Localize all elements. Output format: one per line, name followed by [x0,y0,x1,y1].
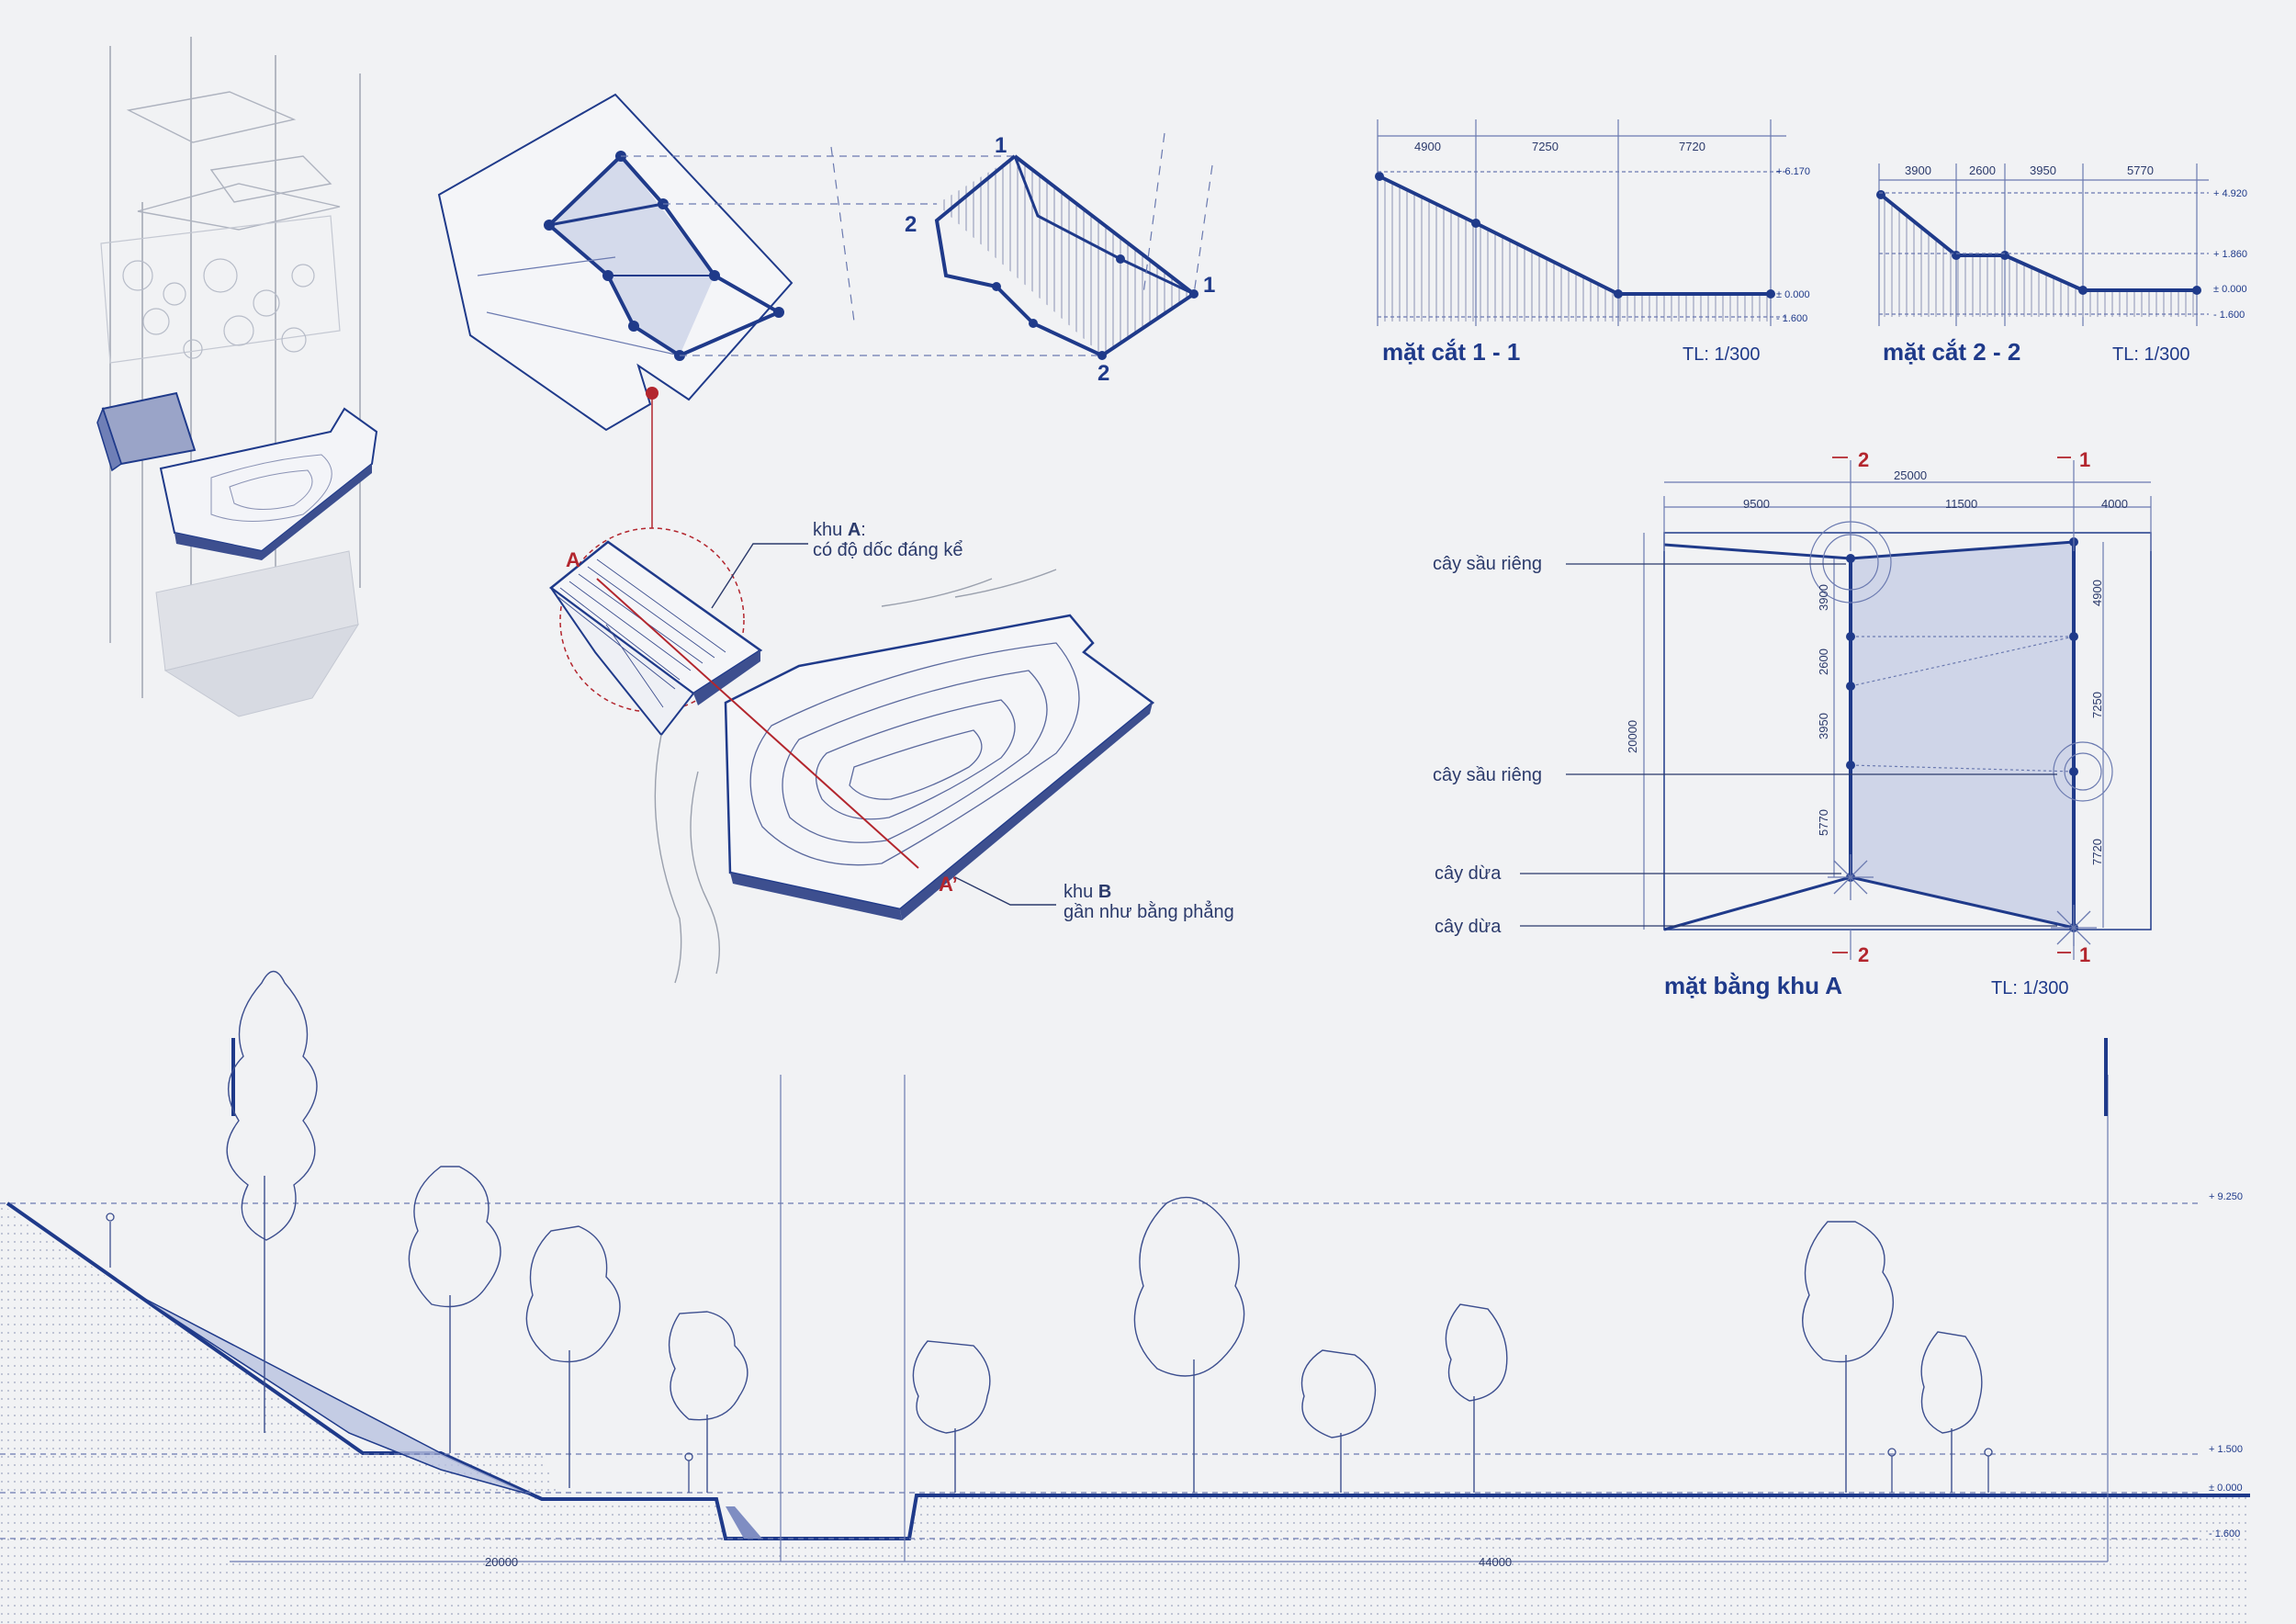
point-label-1-right: 1 [1203,273,1215,298]
plan-zone-a: 2 1 2 1 25000 9500 11500 4000 20000 3900… [1433,448,2152,999]
s22-level-top: + 4.920 [2213,188,2247,199]
tree-label-durian-2: cây sầu riêng [1433,765,1542,785]
section-2-2: 3900 2600 3950 5770 + 4.920 + 1.860 ± 0.… [1876,164,2247,366]
s11-dim-3: 7720 [1679,140,1705,153]
slope-axonometric: 1 2 1 2 [437,93,1215,432]
point-label-1-top: 1 [995,133,1007,158]
plan-top-dim-3: 4000 [2101,497,2128,511]
s22-title: mặt cắt 2 - 2 [1883,338,2020,366]
long-level-zero: ± 0.000 [2209,1483,2243,1494]
long-level-mid: + 1.500 [2209,1444,2243,1455]
plan-title: mặt bằng khu A [1664,972,1842,999]
plan-top-dim-2: 11500 [1945,497,1977,511]
plan-cut-1-bottom: 1 [2079,943,2090,966]
s22-dim-1: 3900 [1905,164,1931,177]
s22-level-zero: ± 0.000 [2213,284,2247,295]
s11-level-bottom: - 1.600 [1776,313,1807,324]
marker-a-prime: A’ [939,873,958,896]
s22-level-mid: + 1.860 [2213,249,2247,260]
long-section-dim-1: 20000 [485,1555,518,1569]
point-label-2-left: 2 [905,212,917,237]
long-level-bottom: - 1.600 [2209,1528,2240,1539]
s22-dim-2: 2600 [1969,164,1996,177]
long-section: 20000 44000 + 9.250 + 1.500 ± 0.000 - 1.… [0,970,2250,1624]
s11-level-zero: ± 0.000 [1776,289,1810,300]
tree-label-coconut-2: cây dừa [1435,917,1502,937]
site-axonometric: A A’ khu A: có độ dốc đáng kể khu B gần … [548,393,1234,984]
plan-left-inner-dim-2: 2600 [1817,648,1830,675]
point-label-2-bottom: 2 [1097,361,1109,386]
plan-right-dim-2: 7250 [2090,692,2104,718]
zone-b-label: khu B [1064,882,1111,902]
plan-cut-1-top: 1 [2079,448,2090,471]
zone-a-desc: có độ dốc đáng kể [813,540,962,560]
plan-left-inner-dim-1: 3900 [1817,584,1830,611]
s22-dim-4: 5770 [2127,164,2154,177]
plan-right-dim-3: 7720 [2090,839,2104,865]
s11-title: mặt cắt 1 - 1 [1382,338,1520,366]
plan-top-dim-1: 9500 [1743,497,1770,511]
section-1-1: 4900 7250 7720 + 6.170 ± 0.000 - 1.600 m… [1375,119,1810,366]
s22-scale: TL: 1/300 [2112,344,2190,365]
s11-dim-2: 7250 [1532,140,1559,153]
plan-left-dim: 20000 [1626,720,1639,753]
s22-dim-3: 3950 [2030,164,2056,177]
plan-left-inner-dim-4: 5770 [1817,809,1830,836]
plan-overall-width: 25000 [1894,468,1927,482]
plan-cut-2-bottom: 2 [1858,943,1869,966]
tree-label-coconut-1: cây dừa [1435,863,1502,884]
zone-a-label: khu A: [813,520,866,540]
plan-right-dim-1: 4900 [2090,580,2104,606]
s11-dim-1: 4900 [1414,140,1441,153]
marker-a: A [566,548,580,571]
tree-label-durian-1: cây sầu riêng [1433,554,1542,574]
s22-level-bottom: - 1.600 [2213,310,2245,321]
plan-scale: TL: 1/300 [1991,978,2069,998]
s11-level-top: + 6.170 [1776,166,1810,177]
zone-b-desc: gần như bằng phẳng [1064,900,1234,922]
long-section-dim-2: 44000 [1479,1555,1512,1569]
plan-left-inner-dim-3: 3950 [1817,713,1830,739]
exploded-axonometric [96,37,378,717]
s11-scale: TL: 1/300 [1683,344,1761,365]
long-level-top: + 9.250 [2209,1191,2243,1202]
plan-cut-2-top: 2 [1858,448,1869,471]
